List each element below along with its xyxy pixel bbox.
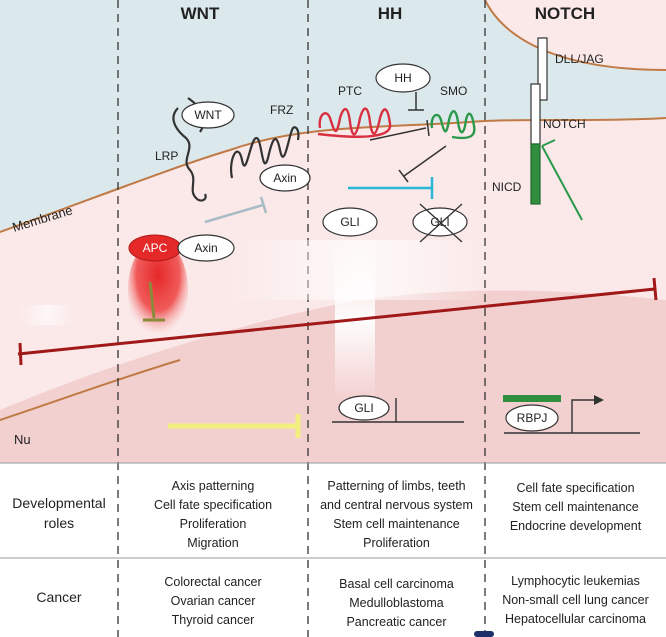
- frizzled-receptor: [230, 126, 300, 179]
- cancer-notch-item: Non-small cell lung cancer: [502, 593, 649, 607]
- column-header-wnt: WNT: [181, 4, 220, 23]
- gli-cross-2: [419, 203, 463, 243]
- gli-nuclear-label: GLI: [354, 401, 373, 415]
- wnt-ligand-label: WNT: [194, 108, 222, 122]
- gli-cytoplasm: [322, 207, 378, 237]
- grey-inhibition-arrow: [204, 203, 264, 224]
- rbpj-factor: [505, 404, 559, 432]
- cancer-hh-item: Basal cell carcinoma: [339, 577, 454, 591]
- smoothened-receptor: [430, 110, 476, 140]
- cancer-wnt-item: Ovarian cancer: [170, 594, 256, 608]
- column-header-hh: HH: [378, 4, 403, 23]
- cancer-notch: Lymphocytic leukemias Non-small cell lun…: [485, 572, 666, 629]
- cancer-notch-item: Lymphocytic leukemias: [511, 574, 640, 588]
- nucleus-region: [0, 290, 666, 463]
- dev-notch-item: Stem cell maintenance: [512, 500, 639, 514]
- dev-hh-item: Stem cell maintenance: [333, 517, 460, 531]
- patched-receptor: [317, 107, 392, 138]
- cancer-wnt: Colorectal cancer Ovarian cancer Thyroid…: [118, 573, 308, 630]
- column-header-notch: NOTCH: [535, 4, 595, 23]
- nicd-label: NICD: [492, 180, 522, 194]
- nicd-cleavage-arrow: [541, 145, 583, 221]
- nicd-cleavage-bar: [541, 139, 556, 147]
- dev-wnt-item: Cell fate specification: [153, 498, 273, 512]
- scroll-marker: [474, 631, 494, 637]
- dev-roles-hh: Patterning of limbs, teeth and central n…: [308, 477, 485, 553]
- frz-label: FRZ: [270, 103, 293, 117]
- extracellular-region: [0, 0, 666, 232]
- dev-notch-item: Endocrine development: [509, 519, 642, 533]
- grey-inhibition-bar: [259, 196, 268, 214]
- cancer-wnt-item: Thyroid cancer: [171, 613, 255, 627]
- nicd-domain: [530, 143, 541, 205]
- gli-nuclear: [338, 395, 390, 421]
- cancer-row-label: Cancer: [36, 589, 82, 605]
- gli-cytoplasm-label: GLI: [340, 215, 359, 229]
- axin-complex-label: Axin: [194, 241, 217, 255]
- apc-destruction-glow: [128, 240, 188, 340]
- nicd-nuclear: [503, 395, 561, 402]
- hh-ligand: [375, 63, 431, 93]
- smo-inhibition-bar: [398, 169, 409, 183]
- hh-ligand-label: HH: [394, 71, 411, 85]
- apc-label: APC: [143, 241, 168, 255]
- lrp-receptor: [172, 107, 207, 202]
- darkred-inhibition-line: [17, 287, 656, 356]
- rbpj-label: RBPJ: [517, 411, 548, 425]
- olive-inhibition-arrow: [148, 281, 156, 319]
- developmental-roles-label: Developmental roles: [12, 495, 106, 531]
- ptc-inhibits-smo-bar: [426, 119, 430, 137]
- dev-wnt-item: Axis patterning: [171, 479, 255, 493]
- dll-jag-ligand: [537, 37, 548, 101]
- dll-jag-label: DLL/JAG: [555, 52, 604, 66]
- darkred-inhibition-right-bar: [652, 277, 658, 301]
- axin-membrane: [259, 164, 311, 192]
- dev-hh-item: Patterning of limbs, teeth: [327, 479, 466, 493]
- dev-notch-item: Cell fate specification: [516, 481, 635, 495]
- cancer-hh-item: Medulloblastoma: [349, 596, 444, 610]
- left-smear: [20, 305, 75, 325]
- transcription-arrow-icon: [594, 395, 604, 405]
- notch-label: NOTCH: [543, 117, 586, 131]
- neighbor-cell-region: [485, 0, 666, 70]
- dev-hh-item: Proliferation: [363, 536, 430, 550]
- notch-receptor-ectodomain: [530, 83, 541, 145]
- dev-roles-wnt: Axis patterning Cell fate specification …: [118, 477, 308, 553]
- ptc-label: PTC: [338, 84, 362, 98]
- smo-label: SMO: [440, 84, 467, 98]
- dev-roles-notch: Cell fate specification Stem cell mainte…: [485, 479, 666, 536]
- smo-inhibition: [403, 145, 447, 177]
- nuclear-envelope-line: [0, 359, 181, 421]
- dev-hh-item: and central nervous system: [320, 498, 473, 512]
- wnt-ligand: [181, 101, 235, 129]
- ptc-inhibits-smo: [369, 127, 427, 141]
- nucleus-label: Nu: [14, 432, 31, 447]
- cancer-wnt-item: Colorectal cancer: [164, 575, 262, 589]
- lrp-label: LRP: [155, 149, 178, 163]
- cancer-hh: Basal cell carcinoma Medulloblastoma Pan…: [308, 575, 485, 632]
- cancer-hh-item: Pancreatic cancer: [346, 615, 447, 629]
- dev-wnt-item: Proliferation: [179, 517, 247, 531]
- notch-transcription-start: [571, 399, 598, 433]
- cancer-notch-item: Hepatocellular carcinoma: [504, 612, 647, 626]
- axin-membrane-label: Axin: [273, 171, 296, 185]
- darkred-inhibition-left-bar: [18, 342, 23, 366]
- dev-wnt-item: Migration: [187, 536, 239, 550]
